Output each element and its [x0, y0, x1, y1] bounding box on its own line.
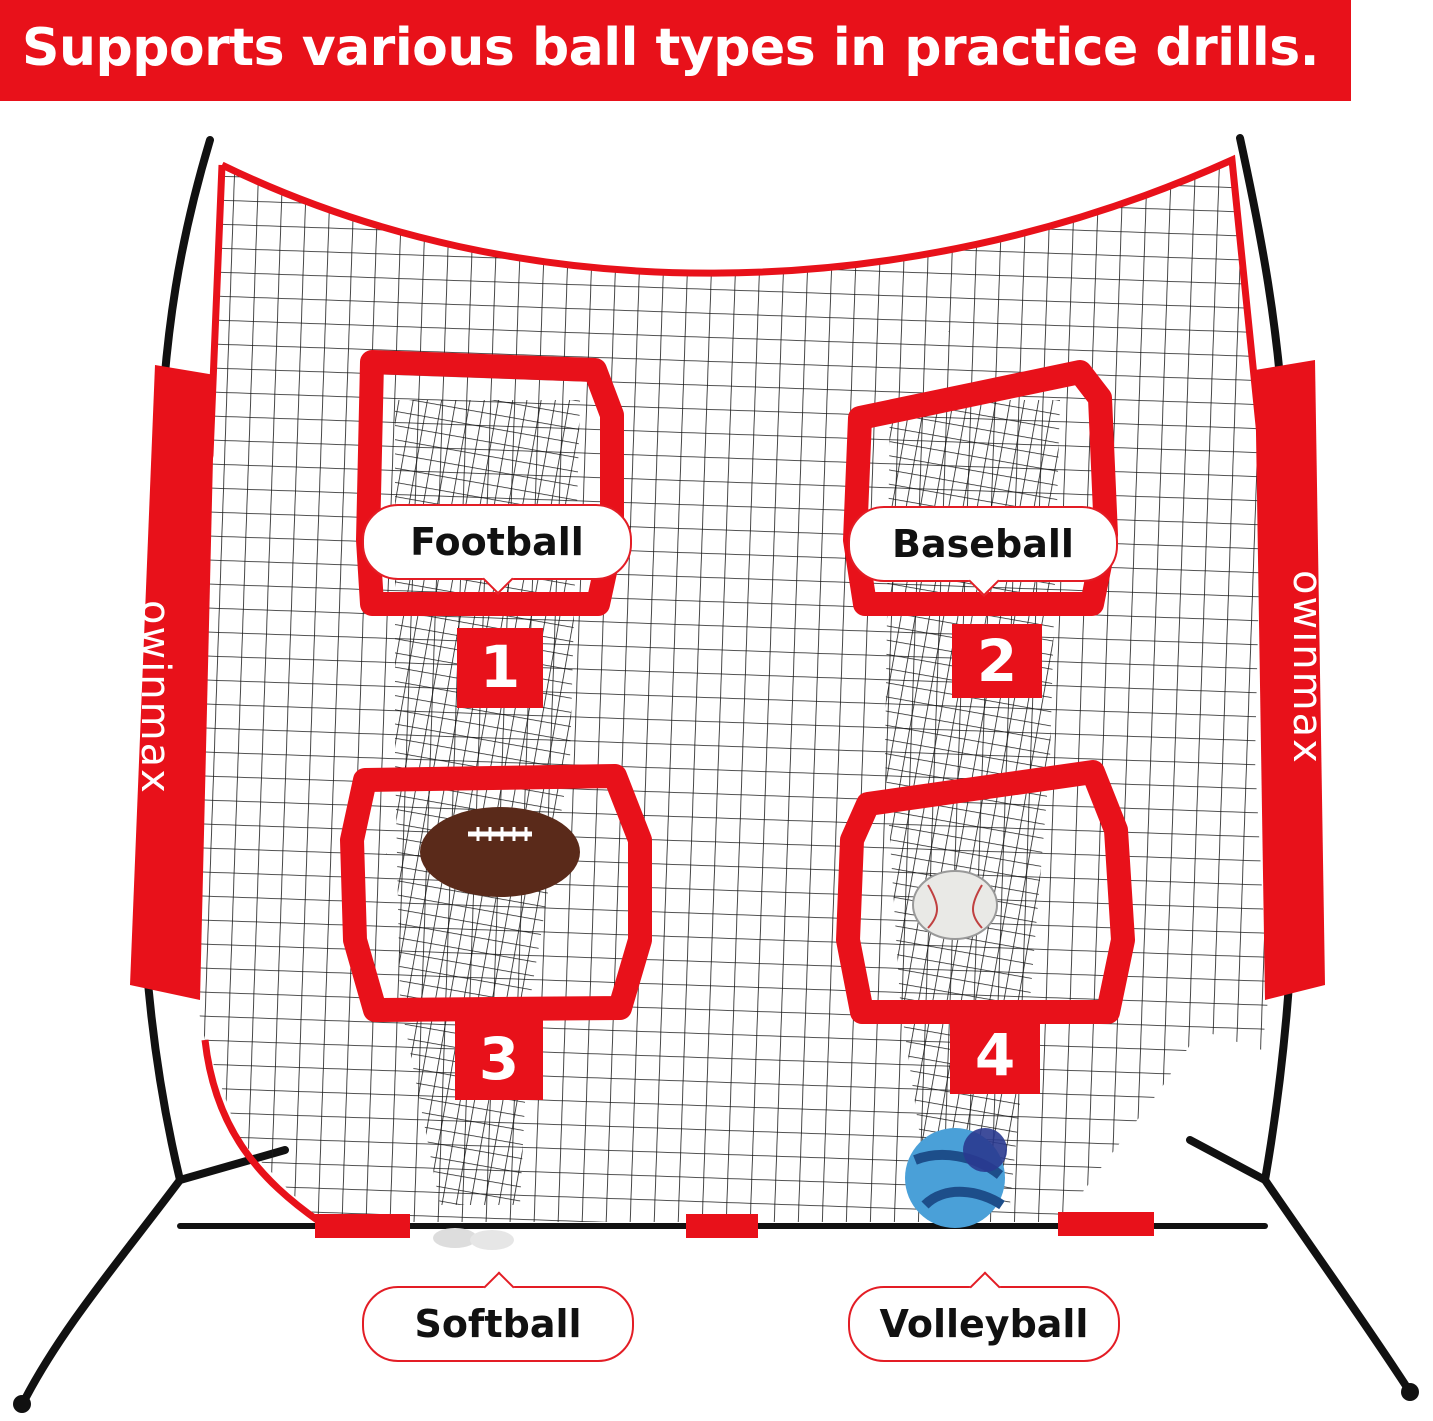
base-sleeves	[315, 1212, 1154, 1238]
brand-right: owinmax	[1284, 570, 1330, 765]
right-back-leg	[1186, 1136, 1269, 1184]
baseball	[912, 870, 998, 940]
target-3-frame	[340, 764, 652, 1022]
target-number-4: 4	[974, 1021, 1016, 1089]
left-leg	[18, 1176, 184, 1409]
callout-softball: Softball	[362, 1286, 634, 1362]
callout-football: Football	[362, 504, 632, 580]
tab-1	[457, 628, 543, 708]
right-leg	[1261, 1176, 1414, 1396]
callout-volleyball-label: Volleyball	[879, 1302, 1089, 1346]
tab-2	[952, 624, 1042, 698]
right-sleeve	[1255, 360, 1325, 1000]
net-mesh	[170, 160, 1268, 1222]
callout-baseball-label: Baseball	[892, 522, 1074, 566]
brand-left: owinmax	[132, 600, 178, 795]
tab-3	[455, 1020, 543, 1100]
callout-football-label: Football	[410, 520, 584, 564]
volleyball	[905, 1128, 1007, 1228]
headline-banner: Supports various ball types in practice …	[0, 0, 1351, 101]
softballs	[433, 1228, 514, 1250]
right-foot-cap	[1401, 1383, 1419, 1401]
tab-4	[950, 1016, 1040, 1094]
target-number-3: 3	[478, 1025, 520, 1093]
callout-softball-label: Softball	[414, 1302, 582, 1346]
number-tabs	[455, 624, 1042, 1100]
headline-text: Supports various ball types in practice …	[22, 18, 1319, 78]
left-foot-cap	[13, 1395, 31, 1413]
target-4-frame	[836, 760, 1135, 1024]
target-number-1: 1	[479, 633, 521, 701]
callout-baseball: Baseball	[848, 506, 1118, 582]
target-number-2: 2	[976, 627, 1018, 695]
left-sleeve	[130, 365, 215, 1000]
callout-volleyball: Volleyball	[848, 1286, 1120, 1362]
football	[420, 807, 580, 897]
